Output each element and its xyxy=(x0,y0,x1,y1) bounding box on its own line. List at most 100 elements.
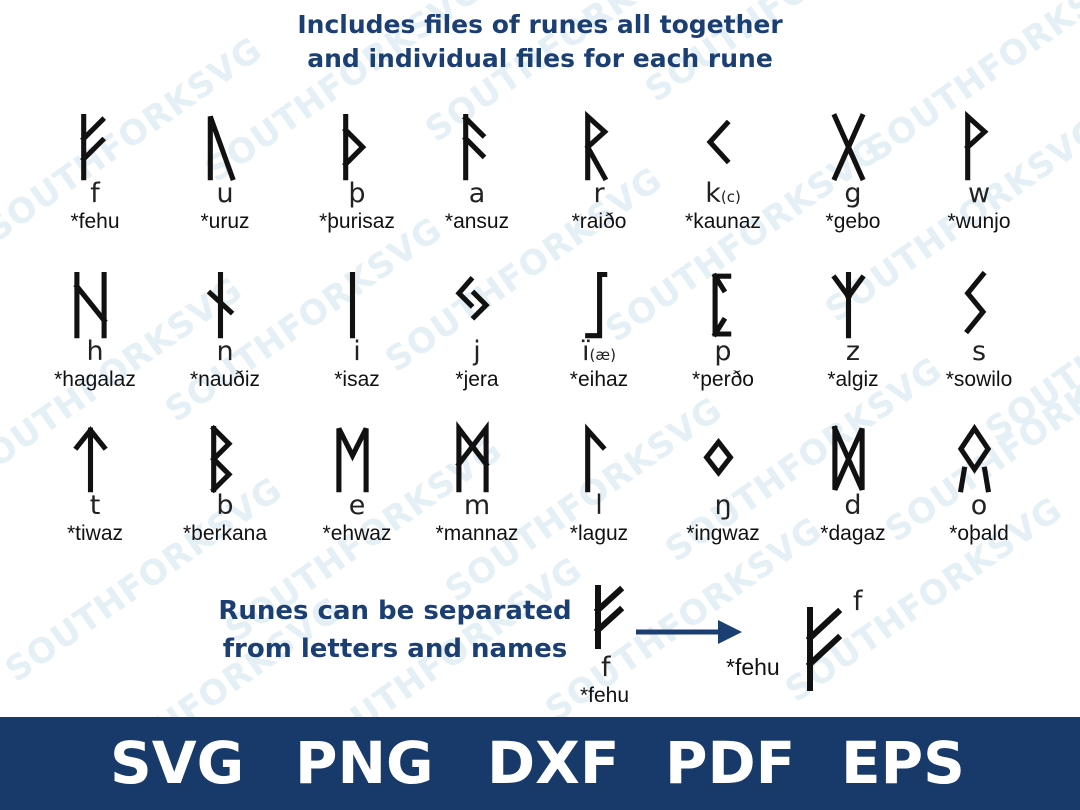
rune-cell: l*laguz xyxy=(532,420,666,570)
rune-glyph-icon xyxy=(73,271,108,339)
rune-glyph-icon xyxy=(342,113,367,181)
rune-glyph-icon xyxy=(73,426,108,493)
format-svg: SVG xyxy=(110,729,245,797)
rune-cell: i*isaz xyxy=(290,266,424,416)
rune-cell: s*sowilo xyxy=(912,266,1046,416)
rune-letter: s xyxy=(912,336,1046,367)
rune-name: *eihaz xyxy=(569,368,629,391)
rune-letter-text: þ xyxy=(348,178,366,209)
rune-glyph-icon xyxy=(585,423,607,493)
rune-name: *fehu xyxy=(70,210,120,233)
rune-cell: þ*þurisaz xyxy=(290,108,424,258)
rune-name: *perðo xyxy=(692,368,754,391)
rune-letter-text: w xyxy=(967,178,991,209)
rune-glyph-icon xyxy=(455,420,490,493)
rune-glyph-icon xyxy=(462,113,487,181)
rune-glyph-icon xyxy=(957,423,992,493)
rune-letter: l xyxy=(532,490,666,521)
demo-name: *fehu xyxy=(580,684,630,707)
rune-letter: g xyxy=(786,178,920,209)
rune-name: *þurisaz xyxy=(319,210,395,233)
rune-letter-text: f xyxy=(90,178,100,209)
rune-letter-text: j xyxy=(473,336,481,367)
rune-cell: j*jera xyxy=(410,266,544,416)
rune-letter: m xyxy=(410,490,544,521)
rune-cell: k(c)*kaunaz xyxy=(656,108,790,258)
rune-letter-text: o xyxy=(970,490,988,521)
rune-glyph-icon xyxy=(711,272,732,338)
rune-letter-text: p xyxy=(714,336,732,367)
rune-letter: p xyxy=(656,336,790,367)
rune-letter-text: ï xyxy=(582,336,590,367)
result-name: *fehu xyxy=(726,654,780,680)
rune-letter-text: ŋ xyxy=(714,490,732,521)
format-dxf: DXF xyxy=(487,729,620,797)
rune-name: *ansuz xyxy=(444,210,510,233)
rune-cell: m*mannaz xyxy=(410,420,544,570)
rune-letter: r xyxy=(532,178,666,209)
rune-name: *berkana xyxy=(182,522,268,545)
rune-letter: ï(æ) xyxy=(532,336,666,367)
rune-name: *wunjo xyxy=(947,210,1011,233)
rune-name: *mannaz xyxy=(435,522,519,545)
rune-glyph-icon xyxy=(349,271,356,339)
rune-letter-text: m xyxy=(463,490,491,521)
rune-name: *raiðo xyxy=(571,210,627,233)
rune-cell: h*hagalaz xyxy=(28,266,162,416)
rune-letter: z xyxy=(786,336,920,367)
rune-letter: o xyxy=(912,490,1046,521)
rune-glyph-icon xyxy=(964,270,987,335)
rune-letter: i xyxy=(290,336,424,367)
rune-cell: ŋ*ingwaz xyxy=(656,420,790,570)
arrow-right-icon xyxy=(636,620,742,644)
rune-cell: g*gebo xyxy=(786,108,920,258)
rune-name: *dagaz xyxy=(820,522,886,545)
rune-cell: e*ehwaz xyxy=(290,420,424,570)
format-eps: EPS xyxy=(841,729,965,797)
rune-name: *gebo xyxy=(825,210,881,233)
demo-letter: f xyxy=(601,652,611,683)
rune-name: *isaz xyxy=(334,368,380,391)
rune-cell: w*wunjo xyxy=(912,108,1046,258)
rune-cell: r*raiðo xyxy=(532,108,666,258)
rune-glyph-icon xyxy=(585,271,608,339)
rune-cell: u*uruz xyxy=(158,108,292,258)
rune-letter-text: l xyxy=(595,490,603,521)
rune-letter-text: a xyxy=(468,178,486,209)
format-pdf: PDF xyxy=(665,729,796,797)
rune-glyph-icon xyxy=(336,427,369,493)
rune-letter-text: z xyxy=(845,336,861,367)
rune-letter-text: i xyxy=(353,336,361,367)
rune-glyph-icon xyxy=(831,113,866,182)
rune-name: *sowilo xyxy=(945,368,1013,391)
rune-cell: n*nauðiz xyxy=(158,266,292,416)
rune-glyph-icon xyxy=(210,424,233,494)
rune-letter-note: (æ) xyxy=(589,346,616,364)
format-banner: SVG PNG DXF PDF EPS xyxy=(0,717,1080,810)
rune-letter-note: (c) xyxy=(720,188,741,206)
rune-glyph-icon xyxy=(964,110,989,181)
result-letter: f xyxy=(853,586,863,617)
rune-name: *algiz xyxy=(827,368,879,391)
rune-glyph-icon xyxy=(831,425,865,491)
rune-letter-text: e xyxy=(348,490,366,521)
rune-glyph-icon xyxy=(206,271,235,339)
rune-letter: k(c) xyxy=(656,178,790,209)
rune-letter: þ xyxy=(290,178,424,209)
rune-glyph-icon xyxy=(455,276,490,321)
rune-letter: u xyxy=(158,178,292,209)
rune-name: *laguz xyxy=(569,522,629,545)
rune-letter: t xyxy=(28,490,162,521)
rune-letter-text: s xyxy=(971,336,987,367)
rune-letter: h xyxy=(28,336,162,367)
rune-glyph-icon xyxy=(703,437,734,477)
rune-letter-text: k xyxy=(705,178,721,209)
rune-letter: w xyxy=(912,178,1046,209)
rune-letter-text: r xyxy=(593,178,605,209)
rune-glyph-icon xyxy=(80,113,107,181)
rune-cell: b*berkana xyxy=(158,420,292,570)
rune-cell: z*algiz xyxy=(786,266,920,416)
rune-name: *uruz xyxy=(200,210,250,233)
rune-cell: ï(æ)*eihaz xyxy=(532,266,666,416)
rune-name: *jera xyxy=(455,368,499,391)
